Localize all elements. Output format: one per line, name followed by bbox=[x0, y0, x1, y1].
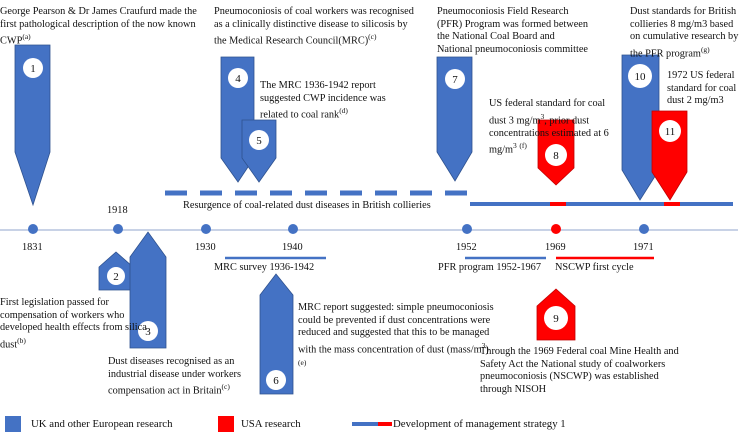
legend-uk-swatch bbox=[5, 416, 21, 432]
marker-4-number: 4 bbox=[235, 73, 241, 85]
marker-5-number: 5 bbox=[256, 135, 262, 147]
mrc-survey-label: MRC survey 1936-1942 bbox=[214, 262, 315, 273]
marker-9-number: 9 bbox=[553, 313, 559, 325]
event-3-text: Dust diseases recognised as an industria… bbox=[108, 356, 241, 397]
event-8-text: US federal standard for coal dust 3 mg/m… bbox=[489, 98, 609, 156]
year-dot-1971 bbox=[639, 224, 649, 234]
marker-3-shape bbox=[129, 231, 167, 349]
marker-11-number: 11 bbox=[665, 126, 676, 138]
marker-1-circle bbox=[23, 58, 43, 78]
legend-strategy-label: Development of management strategy 1 bbox=[393, 418, 566, 430]
legend-uk-label: UK and other European research bbox=[31, 418, 173, 430]
marker-8-number: 8 bbox=[553, 150, 559, 162]
year-dot-1831 bbox=[28, 224, 38, 234]
pfr-program-label: PFR program 1952-1967 bbox=[438, 262, 541, 273]
marker-2-number: 2 bbox=[113, 271, 119, 283]
year-dot-1918 bbox=[113, 224, 123, 234]
marker-4-circle bbox=[228, 68, 248, 88]
resurgence-label: Resurgence of coal-related dust diseases… bbox=[183, 200, 431, 211]
event-1-text: George Pearson & Dr James Craufurd made … bbox=[0, 6, 197, 47]
event-4-text: Pneumoconiosis of coal workers was recog… bbox=[214, 6, 414, 47]
year-label-1952: 1952 bbox=[456, 242, 477, 253]
marker-6-circle bbox=[266, 370, 286, 390]
year-dot-1952 bbox=[462, 224, 472, 234]
marker-9-circle bbox=[544, 306, 568, 330]
year-label-1918: 1918 bbox=[107, 205, 128, 216]
event-6-text: MRC report suggested: simple pneumoconio… bbox=[298, 302, 494, 367]
marker-2-circle bbox=[107, 267, 125, 285]
year-label-1969: 1969 bbox=[545, 242, 566, 253]
marker-7-number: 7 bbox=[452, 74, 458, 86]
marker-7-circle bbox=[445, 69, 465, 89]
year-label-1971: 1971 bbox=[633, 242, 654, 253]
year-dot-1930 bbox=[201, 224, 211, 234]
marker-8-circle bbox=[545, 144, 567, 166]
marker-3-number: 3 bbox=[145, 326, 151, 338]
year-dot-1969 bbox=[551, 224, 561, 234]
marker-7-shape bbox=[436, 56, 473, 182]
event-2-text: First legislation passed for compensatio… bbox=[0, 297, 147, 351]
nscwp-label: NSCWP first cycle bbox=[555, 262, 634, 273]
event-11-text: 1972 US federal standard for coal dust 2… bbox=[667, 70, 737, 107]
marker-10-number: 10 bbox=[635, 71, 647, 83]
marker-5-shape bbox=[241, 119, 277, 183]
legend-usa-swatch bbox=[218, 416, 234, 432]
event-7-text: Pneumoconiosis Field Research (PFR) Prog… bbox=[437, 6, 588, 55]
marker-6-number: 6 bbox=[273, 375, 279, 387]
event-5-text: The MRC 1936-1942 report suggested CWP i… bbox=[260, 80, 386, 121]
year-label-1831: 1831 bbox=[22, 242, 43, 253]
marker-5-circle bbox=[249, 130, 269, 150]
legend-usa-label: USA research bbox=[241, 418, 301, 430]
marker-1-shape bbox=[14, 44, 51, 207]
marker-10-shape bbox=[621, 54, 660, 201]
year-dot-1940 bbox=[288, 224, 298, 234]
marker-10-circle bbox=[628, 64, 652, 88]
marker-1-number: 1 bbox=[30, 63, 36, 75]
event-9-text: Through the 1969 Federal coal Mine Healt… bbox=[480, 346, 679, 395]
marker-11-circle bbox=[659, 120, 681, 142]
year-label-1930: 1930 bbox=[195, 242, 216, 253]
year-label-1940: 1940 bbox=[282, 242, 303, 253]
marker-6-shape bbox=[259, 273, 294, 395]
marker-3-circle bbox=[138, 321, 158, 341]
event-10-text: Dust standards for British collieries 8 … bbox=[630, 6, 739, 60]
